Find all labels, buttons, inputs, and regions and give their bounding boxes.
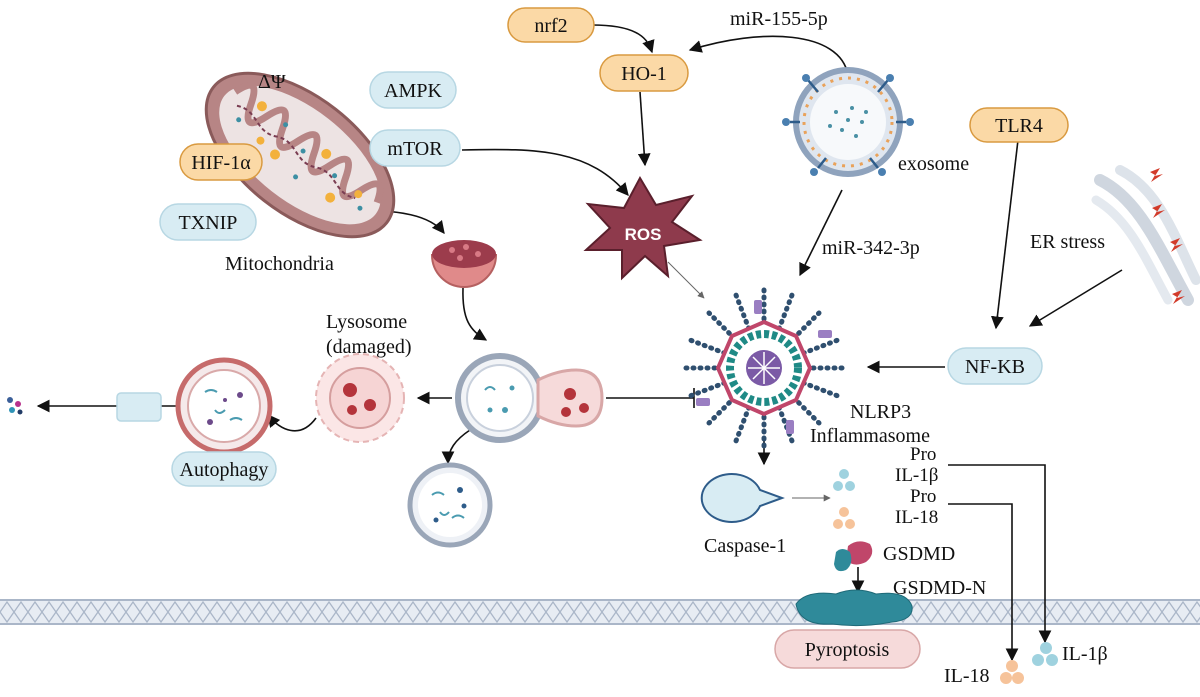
- damaged-lysosome-icon: [315, 353, 405, 443]
- mtor-label: mTOR: [387, 138, 443, 160]
- inhibition-line: [606, 388, 695, 408]
- arrow-ros-to-nlrp3: [667, 261, 705, 299]
- mtor-node: mTOR: [369, 129, 461, 167]
- autophagy-vesicle-icon: [175, 357, 273, 455]
- il1b-dots-icon: [1032, 642, 1058, 666]
- mir342-label: miR-342-3p: [822, 237, 920, 259]
- arrows: [36, 24, 1123, 662]
- exosome-label: exosome: [898, 153, 969, 175]
- caspase1-icon: [700, 473, 785, 523]
- debris-dots-icon: [7, 397, 23, 415]
- mitochondria-icon: [204, 71, 396, 239]
- arrow-fusion-to-vesicle: [441, 429, 471, 465]
- il1b-pro-dots-icon: [833, 469, 855, 491]
- gsdmd-icon: [834, 541, 873, 572]
- hif1a-node: HIF-1α: [179, 143, 263, 181]
- arrow-lysosome-to-fusion: [462, 287, 488, 341]
- vesicle-icon: [407, 462, 493, 548]
- mitochondria-label: Mitochondria: [225, 253, 334, 275]
- nrf2-label: nrf2: [534, 15, 567, 37]
- arrow-exosome-to-nlrp3: [799, 189, 843, 277]
- mir155-label: miR-155-5p: [730, 8, 828, 30]
- ho1-node: HO-1: [599, 54, 689, 92]
- tlr4-label: TLR4: [995, 115, 1043, 137]
- autophagy-label: Autophagy: [180, 459, 269, 481]
- arrow-damaged-to-autophagy: [267, 414, 317, 432]
- autophagy-node: Autophagy: [171, 451, 277, 487]
- lysosome-damaged-label-line2: (damaged): [326, 336, 412, 358]
- arrow-mtor-to-ros: [461, 148, 629, 196]
- nfkb-label: NF-KB: [965, 356, 1025, 378]
- pro-il18-label-line2: IL-18: [895, 507, 938, 528]
- stress-bolt-icons: [1150, 168, 1185, 304]
- autolysosome-icon: [455, 353, 604, 443]
- lysosome-bowl-icon: [430, 240, 498, 288]
- txnip-node: TXNIP: [159, 203, 257, 241]
- pro-il18-label-line1: Pro: [910, 486, 936, 507]
- il18-label: IL-18: [944, 665, 990, 687]
- exosome-icon: [782, 67, 914, 177]
- il18-pro-dots-icon: [833, 507, 855, 529]
- nlrp3-label-line1: NLRP3: [850, 401, 911, 423]
- cell-membrane: [0, 599, 1200, 625]
- pro-il1b-label-line2: IL-1β: [895, 465, 938, 486]
- pyroptosis-label: Pyroptosis: [805, 639, 890, 661]
- blank-box: [116, 392, 162, 422]
- ho1-label: HO-1: [621, 63, 667, 85]
- gsdmd-n-icon: [795, 589, 913, 627]
- pro-il1b-label-line1: Pro: [910, 444, 936, 465]
- nrf2-node: nrf2: [507, 7, 595, 43]
- caspase1-label: Caspase-1: [704, 535, 786, 557]
- arrow-nrf2-to-ho1: [591, 24, 655, 54]
- tlr4-node: TLR4: [969, 107, 1069, 143]
- pyroptosis-node: Pyroptosis: [774, 629, 921, 669]
- ampk-node: AMPK: [369, 71, 457, 109]
- ampk-label: AMPK: [384, 80, 442, 102]
- nlrp3-inflammasome-icon: [683, 287, 845, 449]
- arrow-tlr4-to-nfkb: [990, 139, 1019, 330]
- gsdmd-label: GSDMD: [883, 543, 955, 565]
- il1b-label: IL-1β: [1062, 643, 1108, 665]
- arrow-pro-il18-down: [948, 503, 1019, 662]
- arrow-er-to-nfkb: [1028, 269, 1123, 327]
- nfkb-node: NF-KB: [947, 347, 1043, 385]
- gsdmd-n-label: GSDMD-N: [893, 577, 986, 599]
- arrow-pro-il1b-down: [948, 464, 1052, 644]
- txnip-label: TXNIP: [179, 212, 238, 234]
- er-icon: [1091, 165, 1200, 306]
- delta-psi-label: ΔΨ: [258, 71, 286, 93]
- arrow-ho1-to-ros: [637, 91, 651, 167]
- ros-icon: ROS: [583, 175, 703, 281]
- nlrp3-label-line2: Inflammasome: [810, 425, 930, 447]
- lysosome-damaged-label-line1: Lysosome: [326, 311, 407, 333]
- er-stress-label: ER stress: [1030, 231, 1105, 253]
- arrow-mir155-to-ho1: [688, 35, 849, 76]
- ros-label: ROS: [625, 225, 662, 244]
- hif1a-label: HIF-1α: [191, 152, 251, 174]
- il18-dots-icon: [1000, 660, 1024, 684]
